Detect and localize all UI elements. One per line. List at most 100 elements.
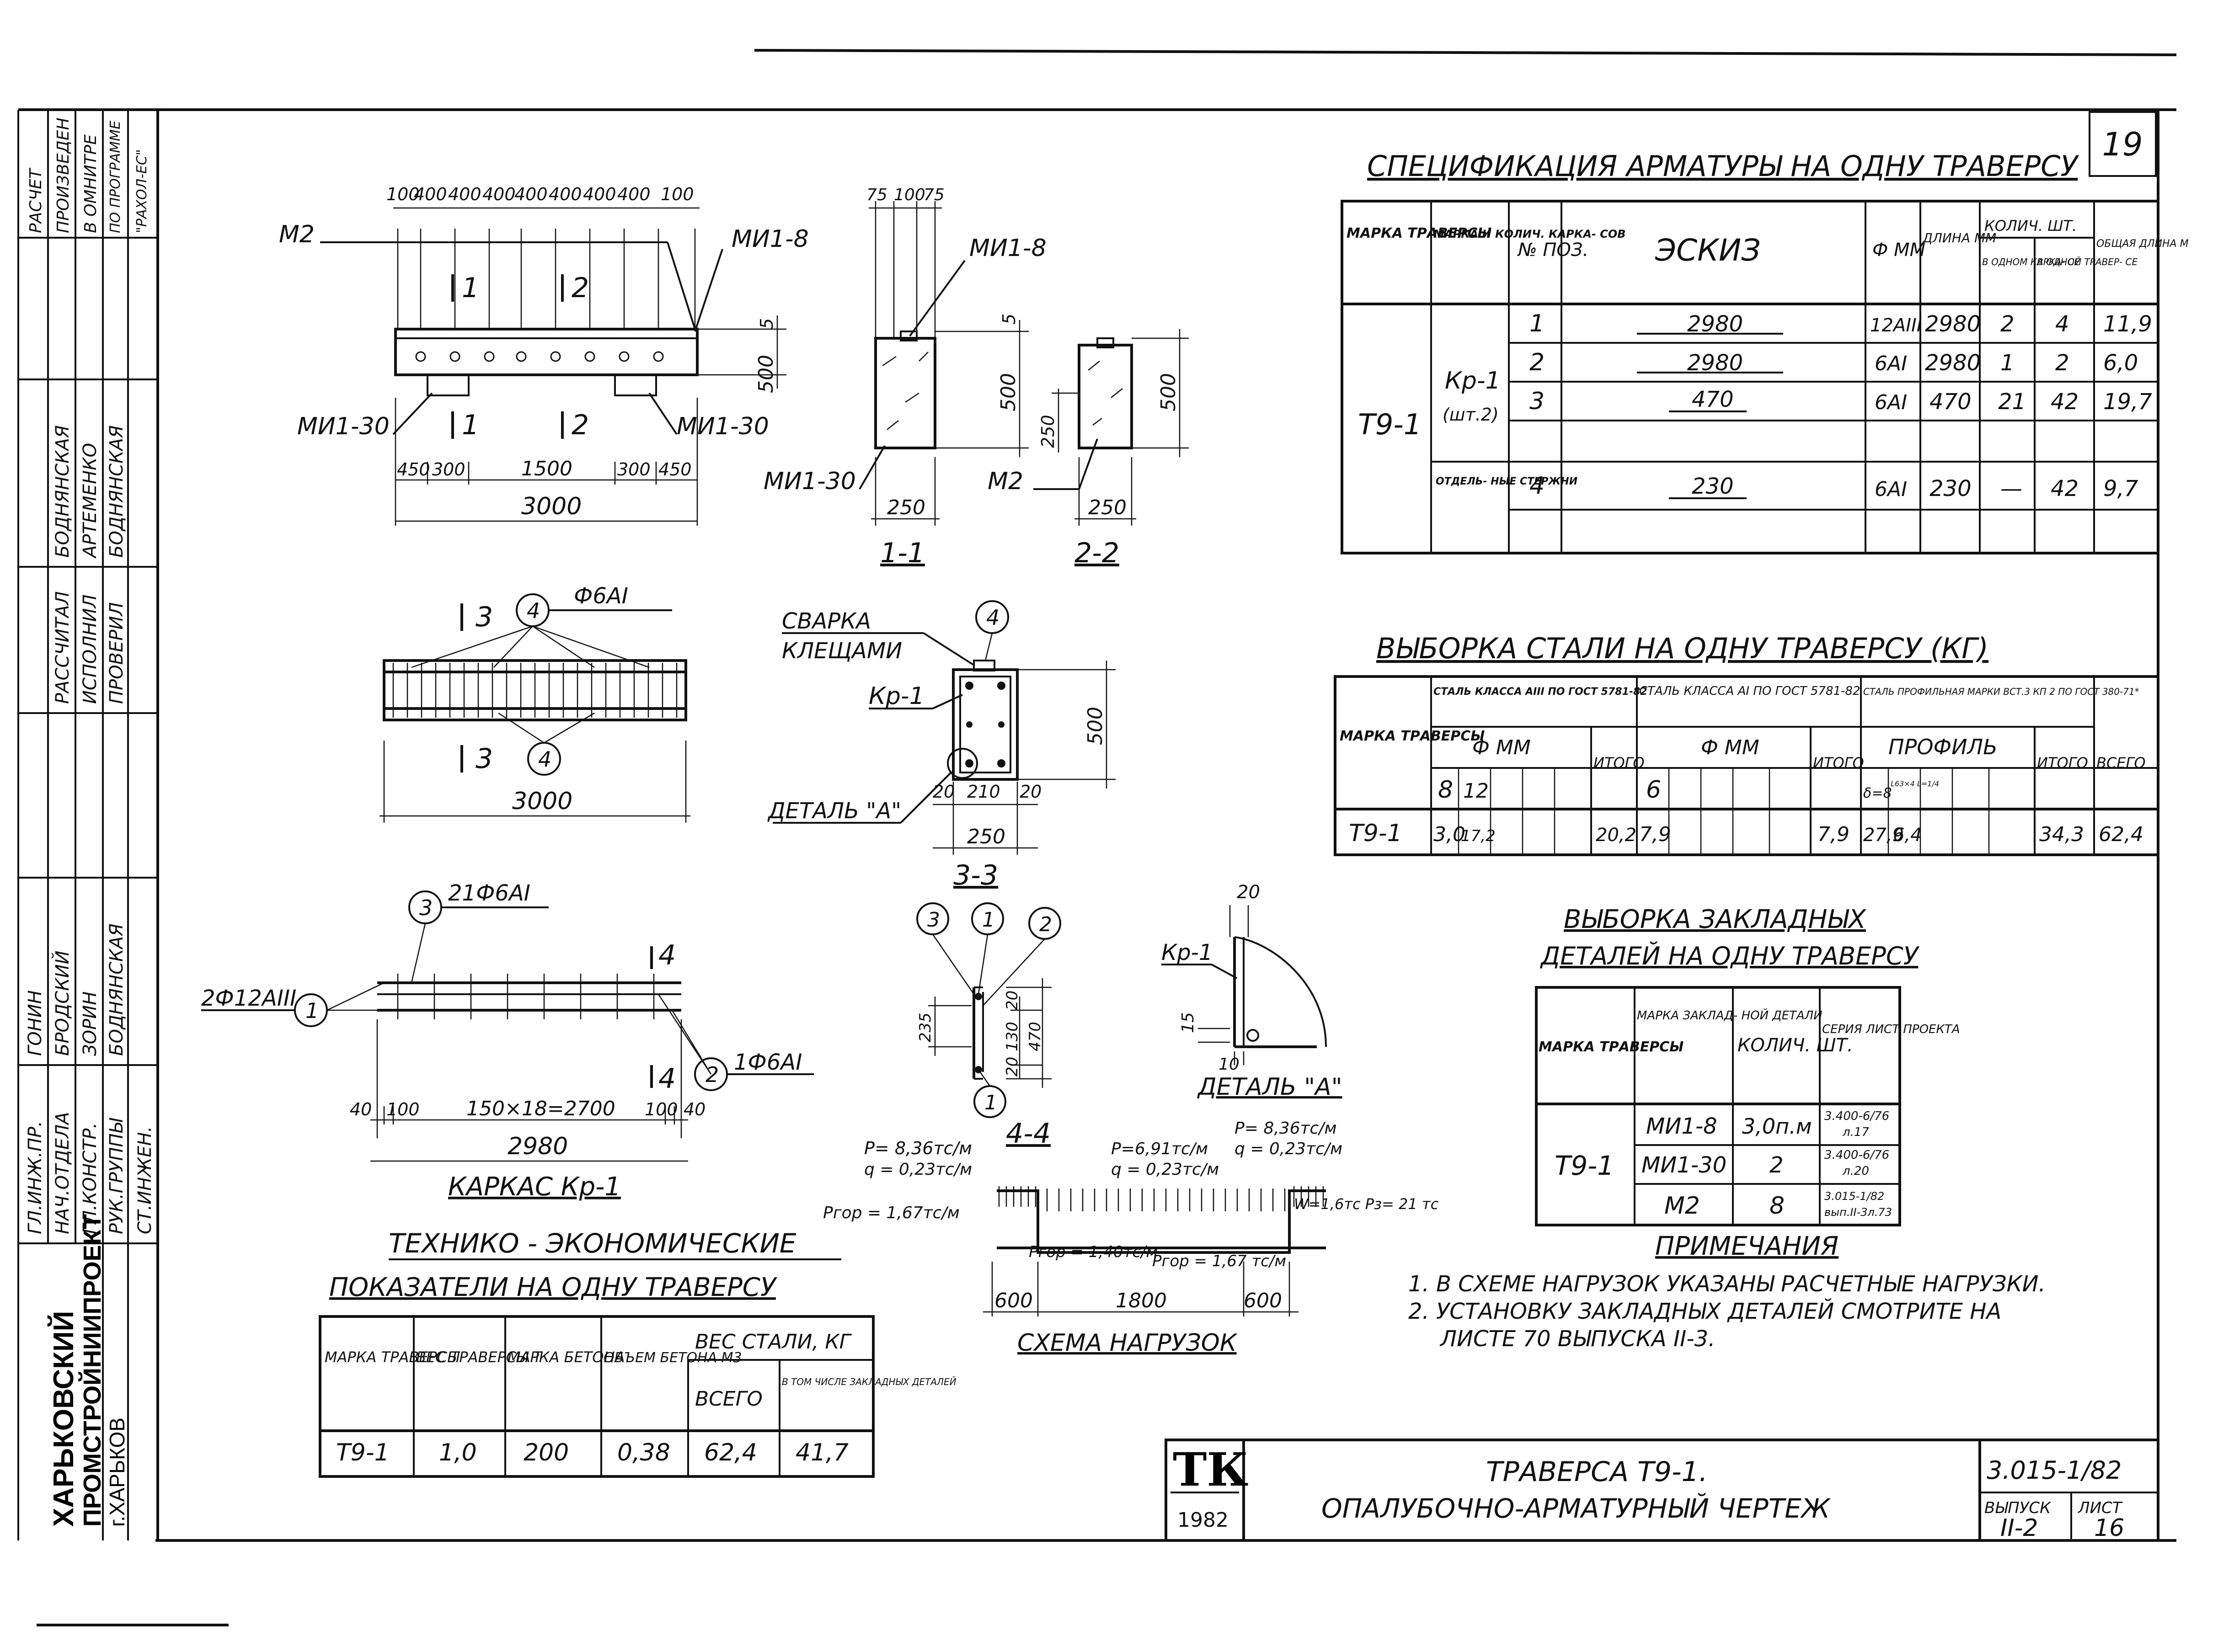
- embed-title1: ВЫБОРКА ЗАКЛАДНЫХ: [1564, 905, 1866, 934]
- s33-title: 3-3: [953, 859, 998, 891]
- spec-row4-len: 230: [1929, 476, 1972, 501]
- sidebar-signer-name-3: ЗОРИН: [80, 991, 101, 1056]
- detail-a: Кр-1 20 15 10 ДЕТАЛЬ "А": [1161, 882, 1342, 1101]
- elev-dim-total: 3000: [521, 493, 582, 520]
- detA-dim-10: 10: [1219, 1055, 1240, 1074]
- load-w-right: W=1,6тс Pз= 21 тс: [1294, 1195, 1439, 1213]
- section-2-2: 500 250 М2 250 2-2: [988, 329, 1189, 569]
- s33-weld-line2: КЛЕЩАМИ: [782, 638, 902, 664]
- steel-row-v12: 17,2: [1461, 827, 1496, 845]
- load-dim-2: 1800: [1116, 1289, 1167, 1312]
- s33-dim-250: 250: [967, 825, 1005, 848]
- spec-row2-q1: 1: [2000, 350, 2015, 376]
- notes-line-2a: 2. УСТАНОВКУ ЗАКЛАДНЫХ ДЕТАЛЕЙ СМОТРИТЕ …: [1408, 1298, 2001, 1324]
- spec-mark: Т9-1: [1358, 408, 1422, 441]
- beam-plan: 3 3 4 4 Ф6АI 3000: [379, 583, 690, 823]
- s11-dim-top-3: 75: [924, 186, 945, 204]
- s44-dim-20b: 20: [1003, 1057, 1021, 1076]
- elev-label-mi1-30-right: МИ1-30: [677, 413, 769, 440]
- stamp-year: 1982: [1177, 1508, 1229, 1532]
- tech-title2: ПОКАЗАТЕЛИ НА ОДНУ ТРАВЕРСУ: [329, 1273, 778, 1302]
- steel-h-mark: МАРКА ТРАВЕРСЫ: [1340, 728, 1485, 744]
- embed-row3-ser2: вып.II-3л.73: [1824, 1206, 1892, 1219]
- stamp-code: 3.015-1/82: [1987, 1456, 2122, 1485]
- embed-row2-ser2: л.20: [1842, 1164, 1869, 1178]
- embed-row3-det: М2: [1664, 1192, 1700, 1220]
- steel-row-v6: 7,9: [1639, 823, 1671, 846]
- steel-p1: δ=8: [1863, 785, 1892, 801]
- spec-cage: Кр-1: [1445, 367, 1501, 394]
- s22-dim-250v: 250: [1038, 415, 1058, 448]
- spec-h-pos: № ПОЗ.: [1517, 240, 1588, 261]
- spec-row3-total: 19,7: [2103, 389, 2152, 415]
- spec-row1-sketch: 2980: [1687, 311, 1743, 337]
- stamp-issue-label: ВЫПУСК: [1984, 1499, 2052, 1517]
- steel-row-pr1: 27,9: [1863, 825, 1904, 846]
- section-3-3: 4 СВАРКА КЛЕЩАМИ Кр-1 ДЕТАЛЬ "А" 500 20 …: [767, 600, 1116, 891]
- spec-row3-q2: 42: [2051, 389, 2079, 415]
- s33-kr: Кр-1: [869, 682, 925, 710]
- cage-callout-3: 3: [419, 895, 433, 920]
- spec-row1-pos: 1: [1529, 310, 1545, 337]
- elev-cut-2-top: 2: [572, 272, 589, 304]
- spec-h-sketch: ЭСКИЗ: [1655, 233, 1761, 268]
- elev-dim-top-4: 400: [482, 184, 516, 204]
- embed-mark: Т9-1: [1555, 1150, 1614, 1181]
- s33-weld-line1: СВАРКА: [782, 608, 871, 634]
- tech-row-concrete: 200: [524, 1439, 569, 1466]
- steel-h-itogo-1: ИТОГО: [1593, 754, 1645, 772]
- sidebar-org-line2: ПРОМСТРОЙНИИПРОЕКТ: [78, 1214, 106, 1527]
- sidebar-org-line3: г.ХАРЬКОВ: [105, 1418, 129, 1527]
- title-stamp: ТК 1982 ТРАВЕРСА Т9-1. ОПАЛУБОЧНО-АРМАТУ…: [1165, 1439, 2159, 1542]
- elev-cut-2-bottom: 2: [572, 409, 589, 441]
- sidebar-note-2: ПРОИЗВЕДЕН: [54, 117, 73, 233]
- steel-row-all: 62,4: [2099, 823, 2143, 846]
- embed-h-det: МАРКА ЗАКЛАД- НОЙ ДЕТАЛИ: [1637, 1008, 1823, 1023]
- embed-row1-qty: 3,0п.м: [1742, 1114, 1812, 1139]
- detA-title: ДЕТАЛЬ "А": [1197, 1073, 1342, 1101]
- elev-dim-top-5: 400: [514, 184, 548, 204]
- cage-dim-bottom-1: 40: [350, 1099, 372, 1119]
- cage-title: КАРКАС Кр-1: [448, 1172, 621, 1202]
- spec-row3-q1: 21: [1998, 389, 2026, 415]
- sidebar-org-line1: ХАРЬКОВСКИЙ: [48, 1311, 80, 1527]
- load-p-mid: P=6,91тс/м: [1111, 1140, 1208, 1158]
- spec-h-qty: КОЛИЧ. ШТ.: [1984, 217, 2077, 234]
- spec-row2-pos: 2: [1529, 349, 1545, 376]
- embed-row1-ser1: 3.400-6/76: [1824, 1109, 1889, 1123]
- s44-callout-2: 2: [1039, 913, 1052, 936]
- elev-dim-top-2: 400: [414, 184, 447, 204]
- cage-dim-bottom-5: 40: [684, 1099, 705, 1119]
- s22-dim-250: 250: [1088, 496, 1127, 519]
- stamp-sheet-label: ЛИСТ: [2077, 1499, 2123, 1517]
- spec-row1-total: 11,9: [2103, 311, 2152, 337]
- elev-dim-top-9: 100: [661, 184, 694, 204]
- spec-row2-len: 2980: [1925, 350, 1981, 376]
- stamp-issue: II-2: [2000, 1514, 2038, 1542]
- steel-h-itogo-2: ИТОГО: [1813, 754, 1864, 772]
- cage-callout-2: 2: [705, 1062, 719, 1087]
- steel-h-phi-2: Ф ММ: [1701, 736, 1759, 759]
- tech-row-weight: 1,0: [439, 1439, 477, 1466]
- tech-h-steel: ВЕС СТАЛИ, КГ: [695, 1330, 852, 1354]
- load-pgor-right: Pгор = 1,67 тс/м: [1152, 1252, 1286, 1270]
- elev-cut-1-top: 1: [462, 272, 479, 304]
- spec-row4-sketch: 230: [1692, 474, 1734, 499]
- embed-row1-ser2: л.17: [1842, 1125, 1869, 1139]
- embed-row3-ser1: 3.015-1/82: [1824, 1190, 1884, 1203]
- s11-dim-top-2: 100: [894, 186, 925, 204]
- spec-cage-qty: (шт.2): [1443, 405, 1499, 425]
- steel-h-prof: СТАЛЬ ПРОФИЛЬНАЯ МАРКИ ВСТ.3 КП 2 ПО ГОС…: [1863, 686, 2139, 697]
- load-title: СХЕМА НАГРУЗОК: [1017, 1329, 1238, 1357]
- cage-dim-bottom-3: 150×18=2700: [466, 1097, 615, 1120]
- beam-elevation: 100 400 400 400 400 400 400 400 100 М2 М…: [279, 184, 809, 526]
- s44-dim-235: 235: [916, 1013, 935, 1042]
- section-4-4: 3 1 2 1 20 130 470 20 235 4-4: [916, 902, 1061, 1150]
- tech-row-volume: 0,38: [617, 1439, 670, 1466]
- notes-title: ПРИМЕЧАНИЯ: [1655, 1231, 1839, 1261]
- sidebar-signer-role-4: РУК.ГРУППЫ: [106, 1117, 127, 1234]
- spec-row4-q1: —: [2000, 476, 2022, 501]
- sheet-number-box: 19: [2089, 111, 2157, 177]
- spec-row3-dia: 6АI: [1875, 391, 1907, 414]
- load-dim-3: 600: [1244, 1289, 1282, 1312]
